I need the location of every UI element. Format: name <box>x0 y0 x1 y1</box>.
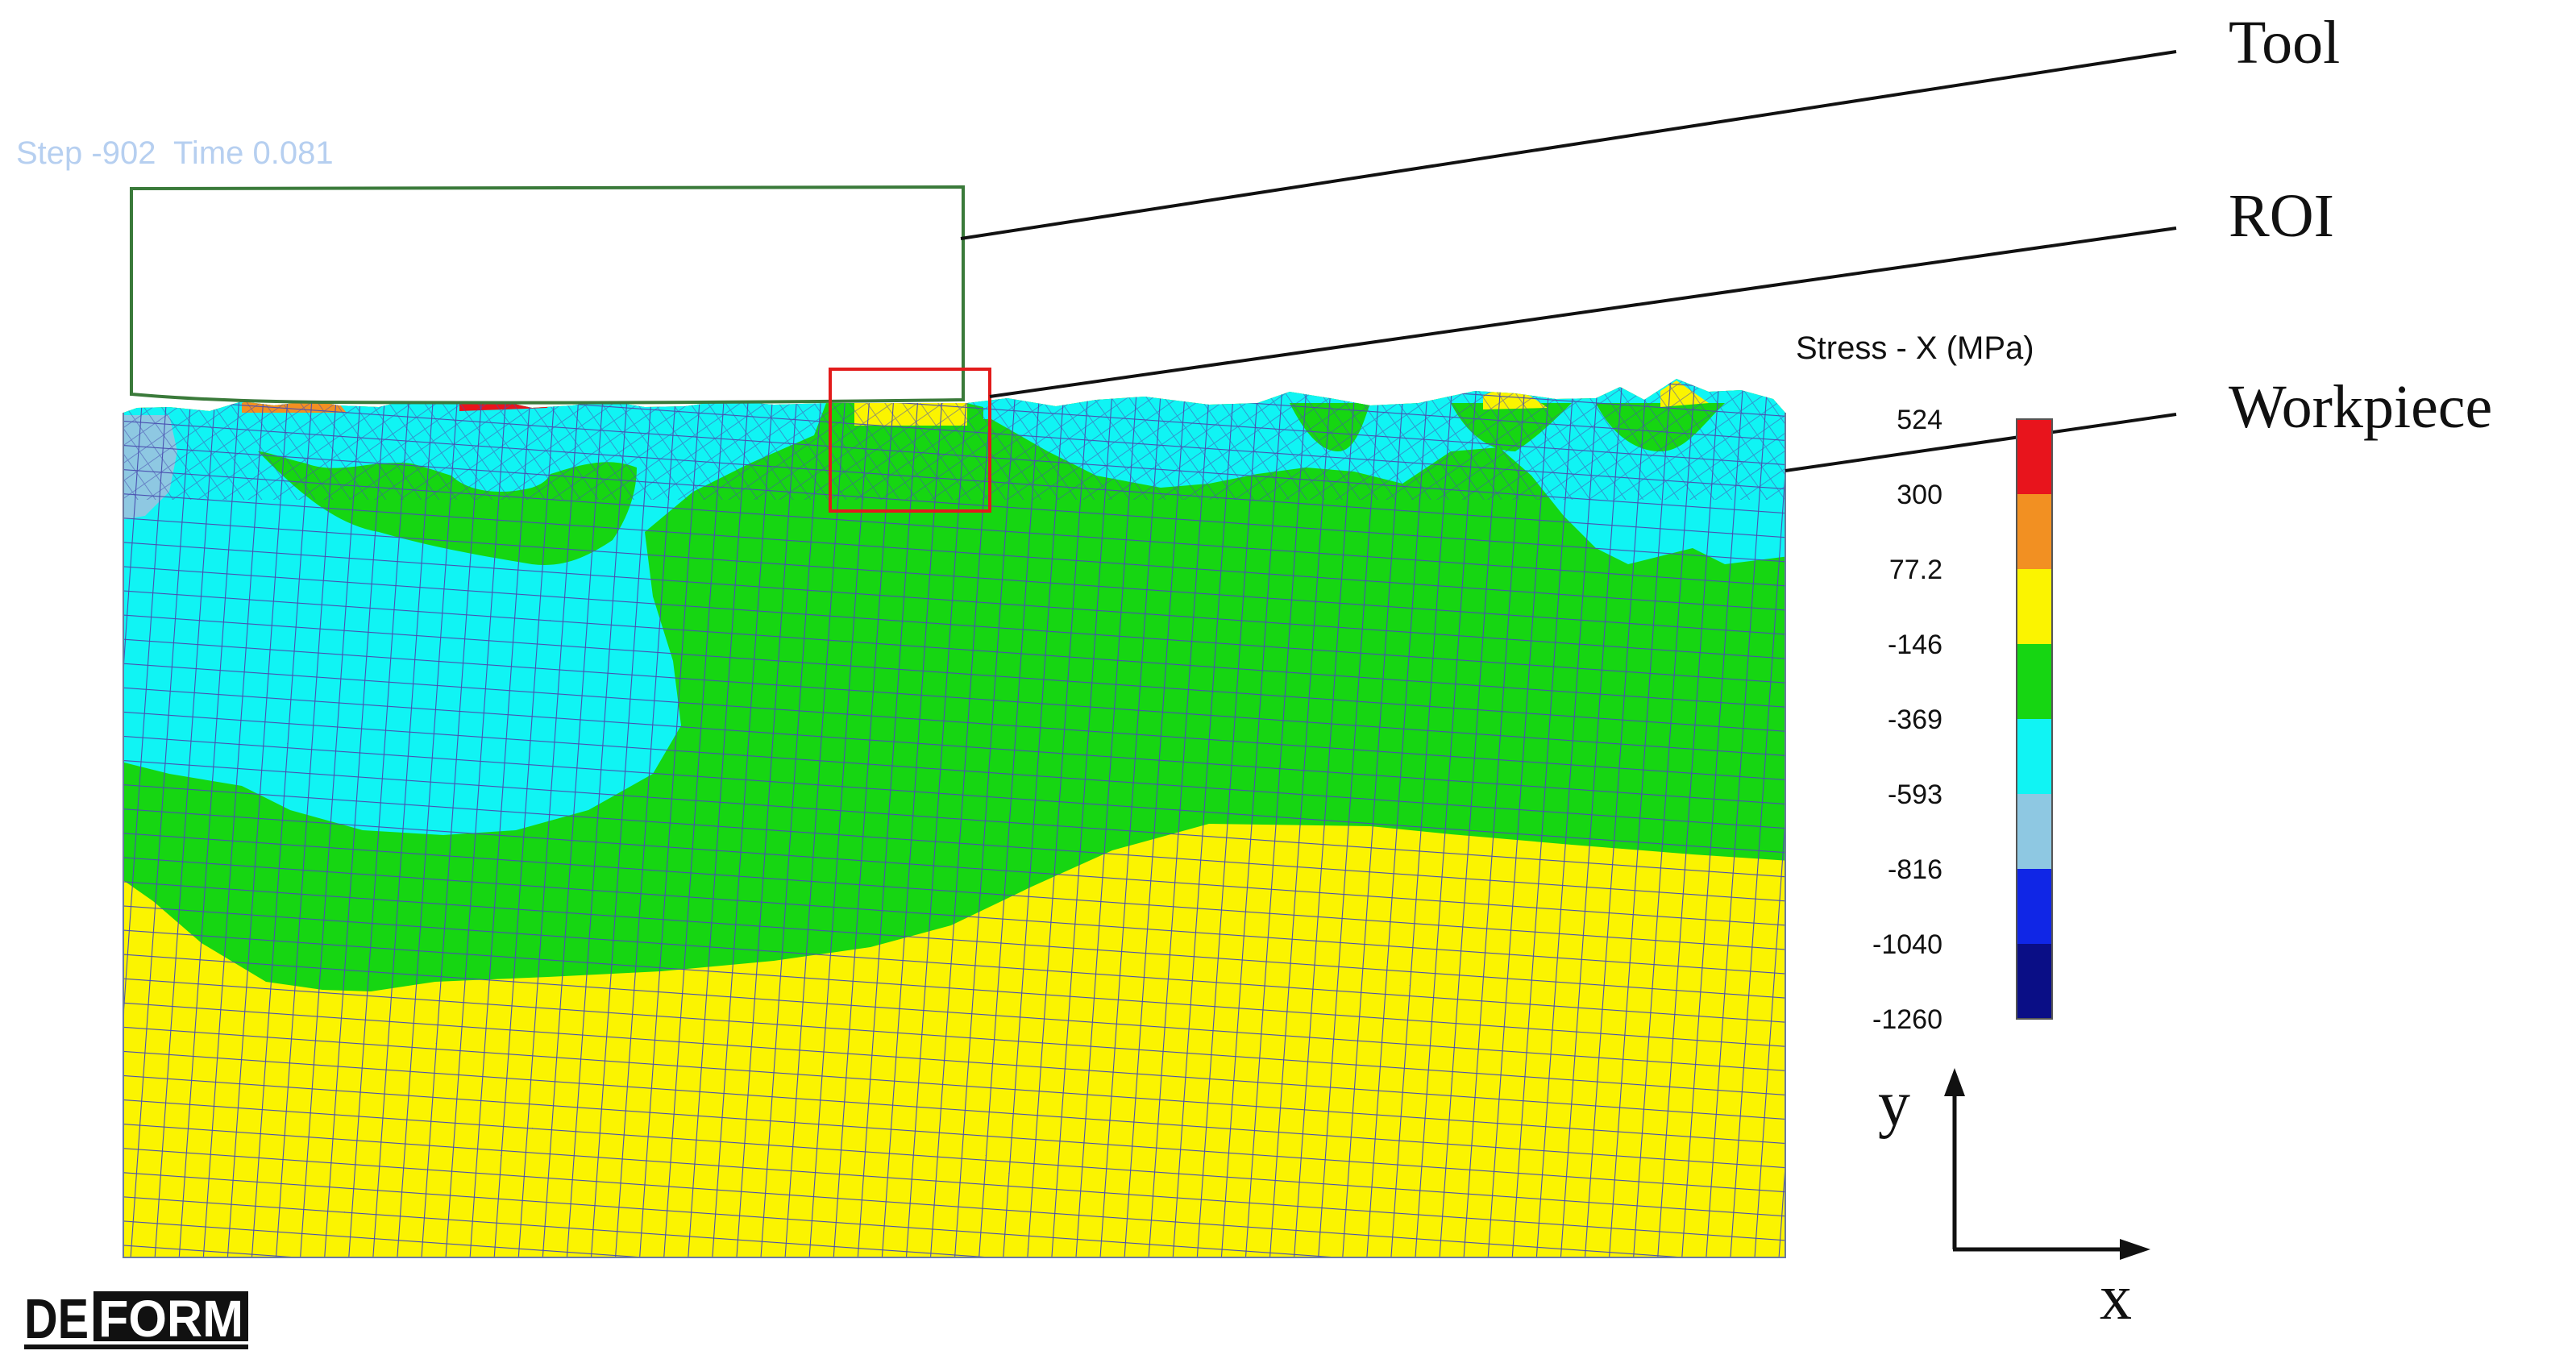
legend-tick: 77.2 <box>1888 555 1942 585</box>
workpiece-leader-line <box>1785 413 2177 472</box>
workpiece-mesh <box>123 379 1785 1257</box>
legend-tick: -1040 <box>1872 929 1942 960</box>
step-time-label: Step -902 Time 0.081 <box>16 135 334 172</box>
x-axis-arrowhead <box>2120 1239 2150 1260</box>
axis-triad <box>1944 1068 2150 1260</box>
legend-tick: -146 <box>1887 630 1942 660</box>
step-label: Step -902 <box>16 135 156 171</box>
deform-logo: DE FORM <box>24 1288 248 1349</box>
legend-band-8 <box>2017 944 2052 1019</box>
mesh-lines <box>123 379 1785 1257</box>
x-axis-label: x <box>2100 1262 2132 1333</box>
legend-band-1 <box>2017 419 2052 494</box>
legend-band-4 <box>2017 644 2052 719</box>
roi-leader-line <box>989 226 2177 398</box>
legend-band-2 <box>2017 494 2052 569</box>
legend-tick: -1260 <box>1872 1004 1942 1035</box>
legend-colorbar-frame <box>2016 418 2053 1020</box>
legend-band-7 <box>2017 869 2052 944</box>
svg-text:DE: DE <box>24 1288 89 1349</box>
legend-tick: -593 <box>1887 779 1942 810</box>
legend-tick: -816 <box>1887 854 1942 885</box>
workpiece-outline <box>123 413 1786 1258</box>
y-axis-label: y <box>1878 1069 1910 1140</box>
roi-box <box>829 368 991 513</box>
legend-title: Stress - X (MPa) <box>1796 330 2034 366</box>
roi-callout: ROI <box>2229 182 2334 250</box>
legend-band-3 <box>2017 569 2052 644</box>
legend-band-6 <box>2017 794 2052 869</box>
y-axis-arrowhead <box>1944 1068 1965 1096</box>
legend-band-5 <box>2017 719 2052 794</box>
legend-tick: -369 <box>1887 704 1942 735</box>
time-label: Time 0.081 <box>172 135 334 171</box>
legend-tick: 524 <box>1897 405 1942 435</box>
legend-colorbar <box>2016 418 2053 1020</box>
tool-leader-line <box>960 50 2177 240</box>
svg-text:FORM: FORM <box>98 1290 243 1348</box>
workpiece-callout: Workpiece <box>2229 373 2493 441</box>
legend-tick: 300 <box>1897 480 1942 510</box>
tool-outline <box>130 185 965 405</box>
tool-callout: Tool <box>2229 9 2341 77</box>
